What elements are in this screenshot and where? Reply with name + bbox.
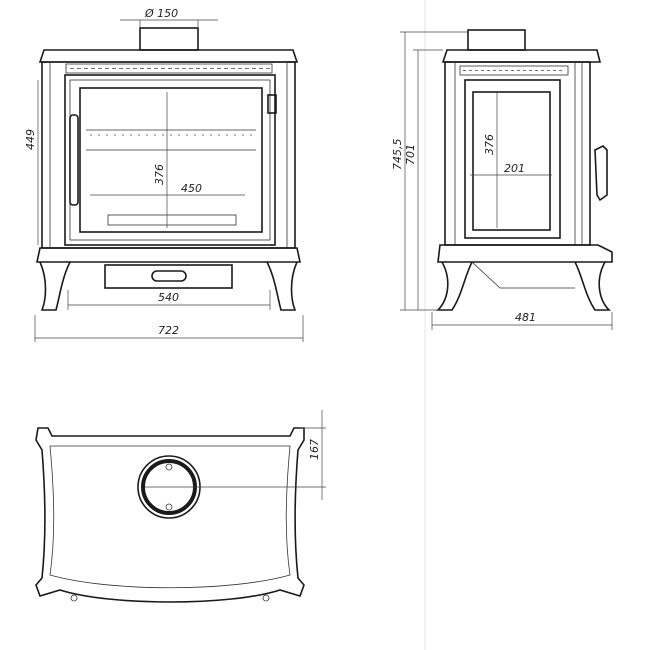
side-left-leg xyxy=(436,261,473,311)
side-flue-collar xyxy=(467,29,526,51)
front-latch xyxy=(267,94,277,114)
dim-side-glass-width: 201 xyxy=(504,162,525,175)
front-hinge xyxy=(69,114,79,206)
dim-449: 449 xyxy=(24,129,37,150)
dim-height-to-top: 701 xyxy=(404,144,417,165)
dim-total-width: 722 xyxy=(158,324,179,337)
ash-drawer xyxy=(104,264,233,289)
front-flue-collar xyxy=(139,27,199,51)
side-door xyxy=(464,79,561,239)
side-right-leg xyxy=(574,261,611,311)
dim-total-depth: 481 xyxy=(515,311,536,324)
top-plate-outline xyxy=(35,427,305,603)
front-vent-slots xyxy=(65,63,273,74)
front-top-plate xyxy=(38,49,299,63)
side-top-plate xyxy=(441,49,602,63)
side-glass xyxy=(472,91,551,231)
dim-side-glass-height: 376 xyxy=(483,134,496,155)
side-base xyxy=(437,244,613,263)
front-glass xyxy=(79,87,263,233)
ash-drawer-handle xyxy=(151,270,187,282)
dim-base-width: 540 xyxy=(158,291,179,304)
dim-front-glass-height: 376 xyxy=(153,164,166,185)
top-view: 167 xyxy=(35,410,326,603)
door-handle xyxy=(594,145,608,202)
dim-front-glass-width: 450 xyxy=(181,182,202,195)
front-right-leg xyxy=(266,261,298,311)
side-body xyxy=(444,61,591,246)
dim-flue-diameter: Ø 150 xyxy=(144,7,178,20)
front-left-leg xyxy=(39,261,71,311)
dim-total-height: 745,5 xyxy=(391,139,404,171)
dim-flue-offset: 167 xyxy=(308,439,321,460)
front-base xyxy=(36,247,301,263)
front-view: Ø 150 449 376 450 540 722 xyxy=(24,7,304,342)
side-view: 745,5 701 376 201 481 xyxy=(391,29,613,330)
front-door xyxy=(64,74,276,246)
front-grate xyxy=(107,214,237,226)
